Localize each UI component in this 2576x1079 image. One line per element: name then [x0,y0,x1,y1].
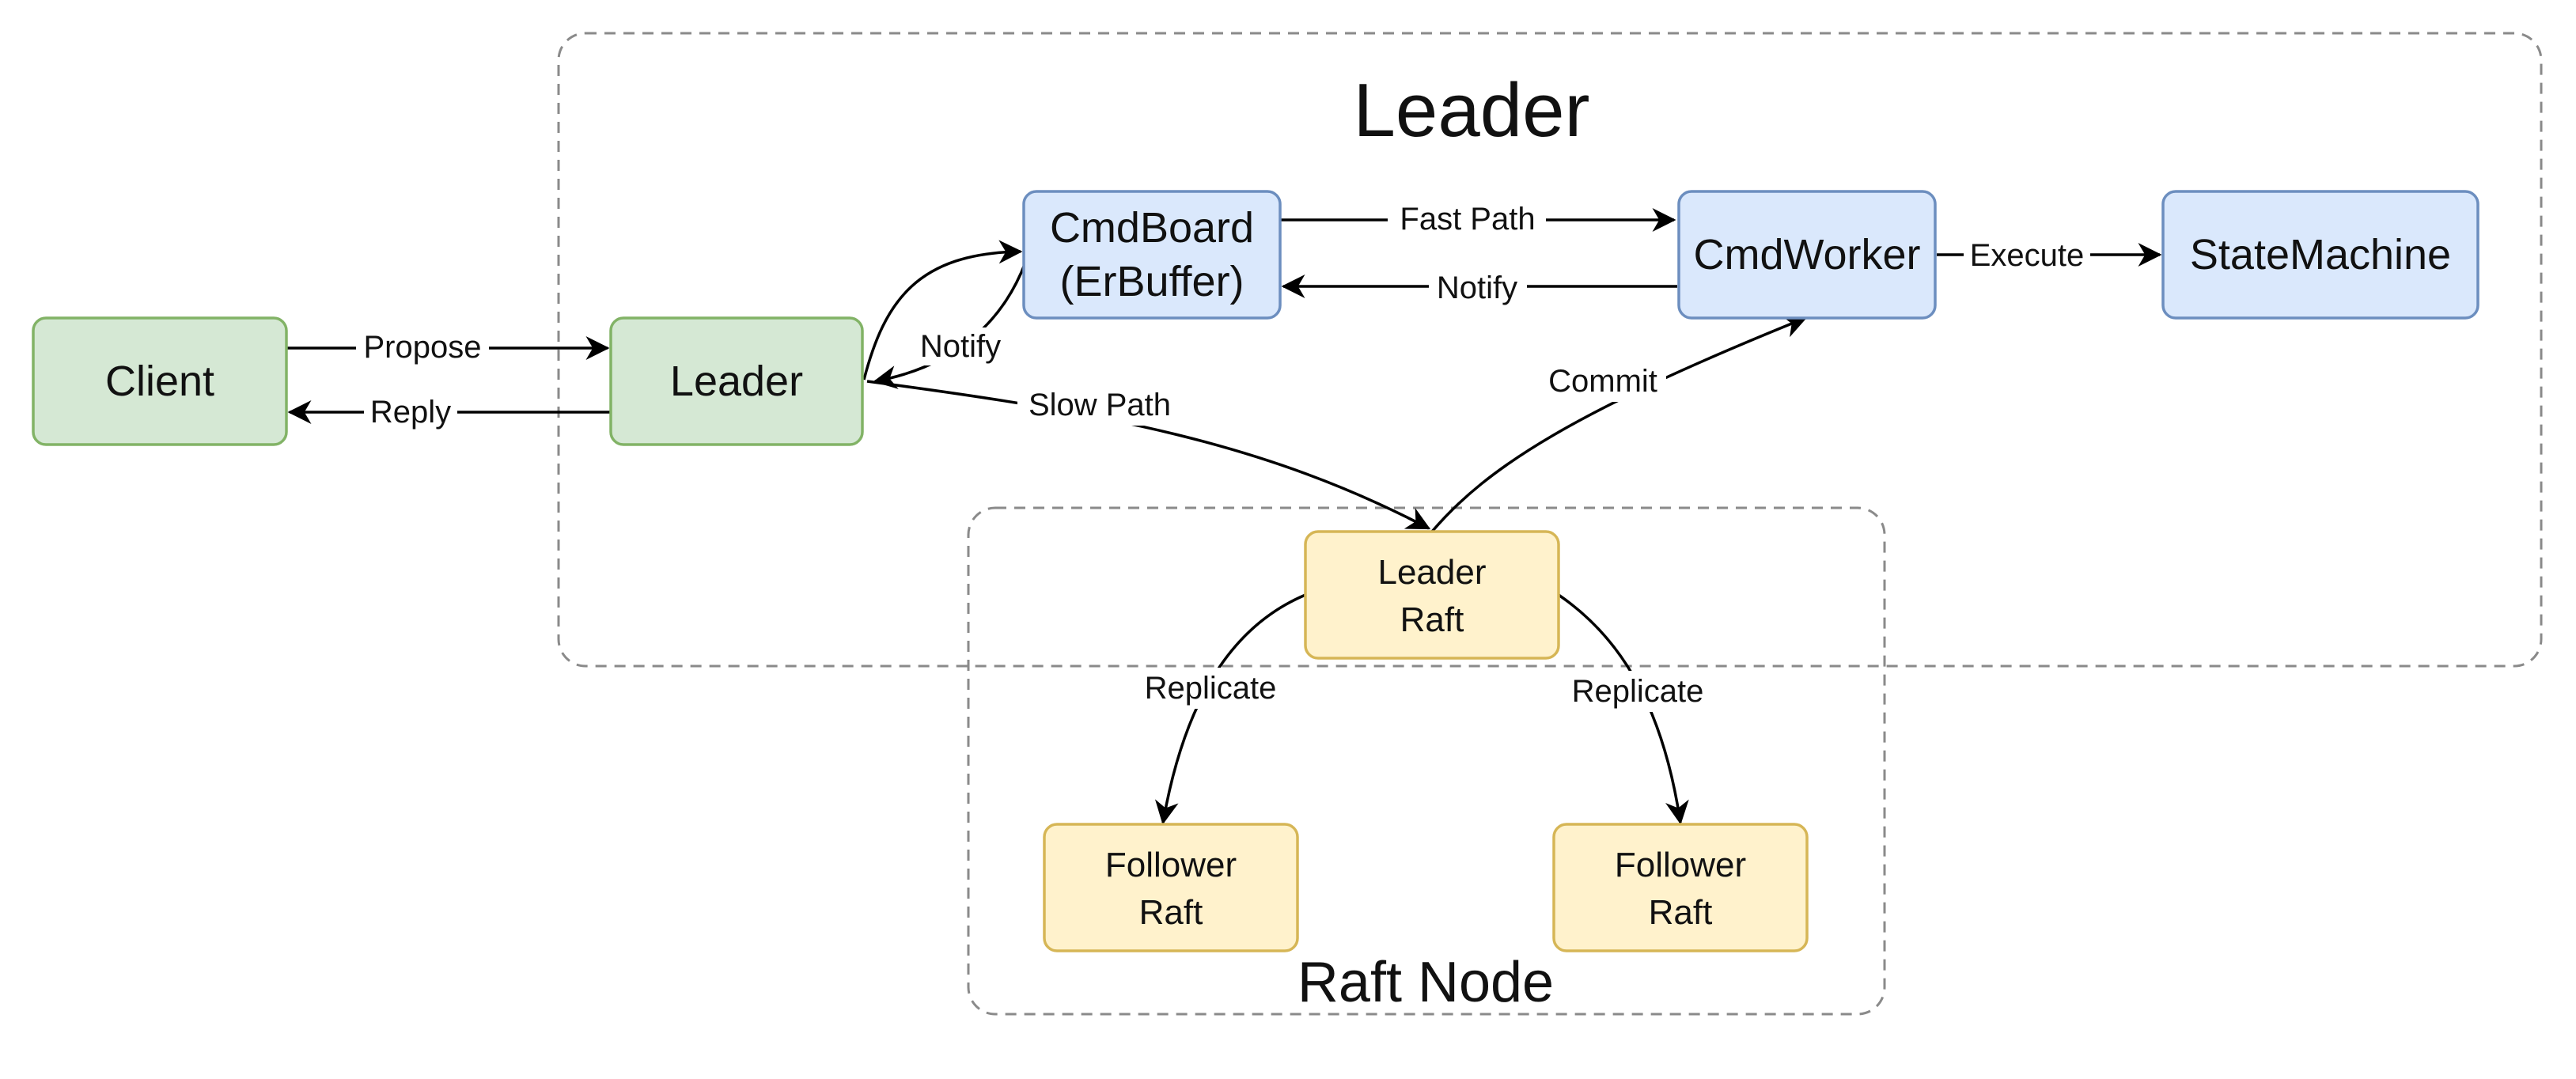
leader-raft-label-line1: Leader [1377,553,1486,592]
slow-path-label: Slow Path [1029,388,1171,422]
cmdboard-node: CmdBoard (ErBuffer) [1022,190,1282,320]
statemachine-node: StateMachine [2161,190,2479,320]
leader-raft-label-line2: Raft [1400,600,1464,639]
cmdworker-notify-label: Notify [1437,271,1517,305]
leader-group-box [557,32,2543,668]
propose-label: Propose [364,330,482,365]
follower-raft-right-label-line2: Raft [1649,893,1713,932]
statemachine-label: StateMachine [2190,231,2451,278]
cmdworker-node: CmdWorker [1677,190,1937,320]
raft-node-group-box [967,506,1886,1016]
commit-label: Commit [1548,364,1657,399]
execute-label: Execute [1970,238,2085,273]
commit-edge [1430,315,1808,533]
cmdboard-label-line1: CmdBoard [1050,204,1254,252]
leader-group-title: Leader [1354,68,1590,153]
follower-raft-right-label-line1: Follower [1615,846,1746,884]
leader-label: Leader [670,358,803,405]
fast-path-label: Fast Path [1400,202,1535,237]
cmdboard-label-line2: (ErBuffer) [1059,258,1244,305]
replicate-left-label: Replicate [1145,671,1277,706]
leader-notify-label: Notify [920,329,1001,364]
client-label: Client [105,358,214,405]
follower-raft-right-node: Follower Raft [1552,823,1809,952]
follower-raft-left-node: Follower Raft [1043,823,1299,952]
leader-raft-node: Leader Raft [1304,530,1560,660]
client-node: Client [32,316,288,446]
replicate-right-label: Replicate [1572,674,1704,709]
reply-label: Reply [370,395,451,430]
cmdworker-label: CmdWorker [1693,231,1920,278]
raft-node-group-title: Raft Node [1297,951,1554,1014]
slow-path-edge [866,380,1431,530]
follower-raft-left-label-line1: Follower [1105,846,1237,884]
edge-labels: Propose Reply Notify Fast Path Notify Ex… [356,199,2090,712]
follower-raft-left-label-line2: Raft [1139,893,1203,932]
leader-node: Leader [609,316,864,446]
leader-to-cmdboard-edge [862,240,1023,380]
